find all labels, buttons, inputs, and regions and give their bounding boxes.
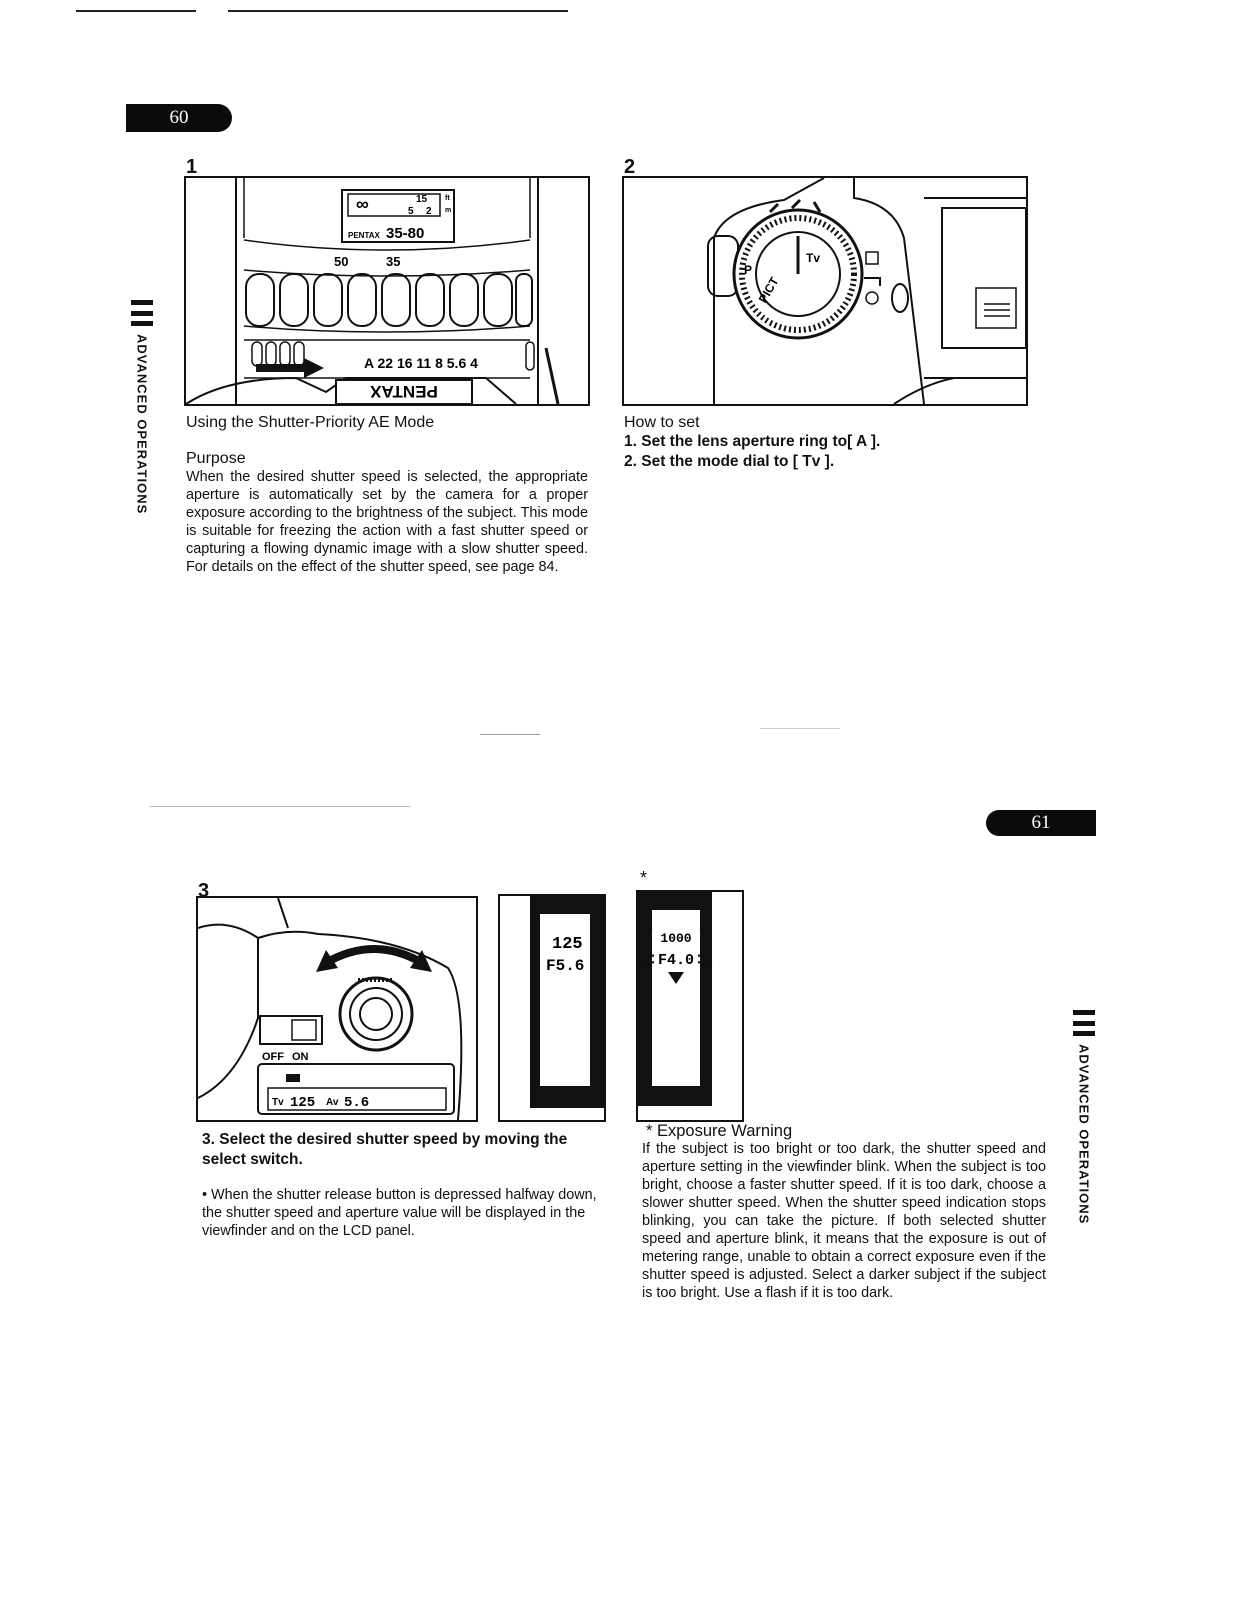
figure-1-lens-illustration: ∞ 15 5 2 ft m PENTAX 35-80 50 35 [184, 176, 590, 406]
lens-focal-35: 35 [386, 254, 400, 269]
lens-infinity-mark: ∞ [356, 194, 369, 214]
scan-speck-3 [760, 728, 840, 729]
lens-dist-5: 5 [408, 206, 414, 217]
select-switch-drawing: OFF ON Tv 125 Av 5.6 [198, 898, 463, 1120]
lens-aperture-scale: A 22 16 11 8 5.6 4 [364, 355, 478, 371]
step-3: 3. Select the desired shutter speed by m… [202, 1131, 568, 1168]
lens-drawing: ∞ 15 5 2 ft m PENTAX 35-80 50 35 [186, 178, 560, 404]
lens-unit-ft: ft [445, 195, 450, 202]
tab-bars-icon [131, 300, 153, 326]
page-number-bottom: 61 [1031, 812, 1051, 833]
side-tab-label: ADVANCED OPERATIONS [134, 334, 150, 515]
page-number-top: 60 [169, 107, 189, 128]
side-tab-right: ADVANCED OPERATIONS [1070, 1010, 1098, 1224]
exposure-warning-heading: * Exposure Warning [646, 1122, 793, 1140]
purpose-heading: Purpose [186, 450, 246, 467]
viewfinder-drawing: 125 F5.6 [530, 896, 604, 1108]
purpose-text: When the desired shutter speed is select… [186, 469, 588, 575]
how-to-set-heading: How to set [624, 414, 700, 431]
top-rule-right [228, 10, 568, 12]
warning-viewfinder-display: 1000 F4.0 [636, 890, 744, 1122]
mode-dial-drawing: Tv PICT P [707, 178, 1026, 404]
page-number-tab-top: 60 [126, 104, 232, 132]
lcd-av-label: Av [326, 1097, 339, 1108]
viewfinder-aperture-value: F5.6 [546, 957, 584, 975]
page-number-tab-bottom: 61 [986, 810, 1096, 836]
lcd-aperture-value: 5.6 [344, 1095, 369, 1111]
figure-3-viewfinder-display: 125 F5.6 [498, 894, 606, 1122]
lens-brand: PENTAX [348, 231, 381, 240]
lcd-shutter-value: 125 [290, 1095, 315, 1111]
switch-label-on: ON [292, 1051, 309, 1063]
figure-3-select-switch-illustration: OFF ON Tv 125 Av 5.6 [196, 896, 478, 1122]
figure-2-mode-dial-illustration: Tv PICT P [622, 176, 1028, 406]
warning-shutter-value: 1000 [660, 931, 691, 946]
lcd-tv-label: Tv [272, 1097, 284, 1108]
step-1: 1. Set the lens aperture ring to[ A ]. [624, 433, 881, 450]
dial-label-p: P [744, 263, 752, 277]
side-tab-label-right: ADVANCED OPERATIONS [1076, 1044, 1092, 1225]
lens-focal-50: 50 [334, 254, 348, 269]
lens-unit-m: m [445, 207, 451, 214]
warning-marker: * [640, 868, 648, 888]
scan-speck-2 [150, 806, 410, 807]
blink-rays-icon [639, 923, 713, 967]
switch-label-off: OFF [262, 1051, 284, 1063]
viewfinder-shutter-value: 125 [552, 935, 583, 954]
section-1-title: Using the Shutter-Priority AE Mode [186, 414, 435, 431]
camera-brand-mirrored: PENTAX [369, 382, 437, 401]
side-tab-left: ADVANCED OPERATIONS [128, 300, 156, 514]
scan-speck-1 [480, 734, 540, 735]
figure-1-number: 1 [186, 156, 198, 178]
step-3-note: • When the shutter release button is dep… [202, 1187, 597, 1239]
step-2: 2. Set the mode dial to [ Tv ]. [624, 453, 835, 470]
lens-dist-15: 15 [416, 194, 428, 205]
tab-bars-icon-right [1073, 1010, 1095, 1036]
warning-viewfinder-drawing: 1000 F4.0 [638, 892, 713, 1106]
lens-zoom-range: 35-80 [386, 225, 424, 242]
top-rule-left [76, 10, 196, 12]
warning-aperture-value: F4.0 [658, 952, 694, 969]
lens-dist-2: 2 [426, 206, 432, 217]
exposure-warning-text: If the subject is too bright or too dark… [642, 1141, 1046, 1301]
dial-label-tv: Tv [806, 251, 820, 265]
figure-3-number: 3 [198, 880, 210, 902]
figure-2-number: 2 [624, 156, 636, 178]
